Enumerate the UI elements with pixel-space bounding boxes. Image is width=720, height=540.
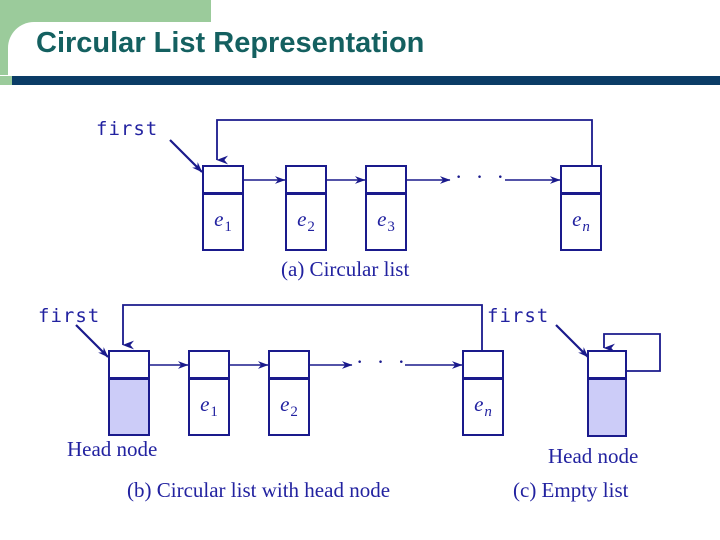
fig-a-first-arrow bbox=[169, 139, 203, 173]
fig-b-circular-return bbox=[122, 304, 483, 363]
navy-bar-left-cap bbox=[0, 76, 12, 85]
fig-b-caption: (b) Circular list with head node bbox=[127, 478, 391, 502]
fig-c-first-label: first bbox=[487, 305, 550, 327]
link-field bbox=[562, 167, 600, 195]
fig-b-node-1: e1 bbox=[188, 350, 230, 436]
link-field bbox=[367, 167, 405, 195]
element-label: e1 bbox=[214, 207, 232, 235]
page-title: Circular List Representation bbox=[36, 27, 425, 59]
fig-c-first-arrow bbox=[555, 324, 589, 358]
element-label: e2 bbox=[280, 392, 298, 420]
link-field bbox=[190, 352, 228, 380]
fig-b-head-node bbox=[108, 350, 150, 436]
element-label: e3 bbox=[377, 207, 395, 235]
fig-a-node-1: e1 bbox=[202, 165, 244, 251]
fig-b-first-label: first bbox=[38, 305, 101, 327]
link-field bbox=[110, 352, 148, 380]
element-label: e1 bbox=[200, 392, 218, 420]
fig-a-circular-return bbox=[216, 119, 593, 178]
fig-b-node-2: e2 bbox=[268, 350, 310, 436]
title-white-panel bbox=[8, 22, 720, 76]
fig-c-caption: (c) Empty list bbox=[513, 478, 629, 502]
fig-c-head-node bbox=[587, 350, 627, 437]
fig-c-head-node-label: Head node bbox=[548, 444, 639, 468]
link-field bbox=[270, 352, 308, 380]
fig-c-self-loop bbox=[600, 333, 661, 372]
navy-accent-bar bbox=[12, 76, 720, 85]
data-field bbox=[110, 380, 148, 434]
fig-b-first-arrow bbox=[75, 324, 109, 358]
fig-a-node-n: en bbox=[560, 165, 602, 251]
fig-b-node-n: en bbox=[462, 350, 504, 436]
fig-a-node-3: e3 bbox=[365, 165, 407, 251]
fig-a-caption: (a) Circular list bbox=[281, 257, 410, 281]
element-label: e2 bbox=[297, 207, 315, 235]
data-field: e2 bbox=[287, 195, 325, 249]
element-label: en bbox=[572, 207, 590, 235]
link-field bbox=[464, 352, 502, 380]
fig-a-ellipsis: · · · bbox=[455, 164, 508, 189]
link-field bbox=[589, 352, 625, 380]
data-field: e3 bbox=[367, 195, 405, 249]
data-field: e1 bbox=[204, 195, 242, 249]
fig-b-head-node-label: Head node bbox=[67, 437, 158, 461]
data-field: e2 bbox=[270, 380, 308, 434]
fig-a-node-2: e2 bbox=[285, 165, 327, 251]
data-field: e1 bbox=[190, 380, 228, 434]
element-label: en bbox=[474, 392, 492, 420]
link-field bbox=[287, 167, 325, 195]
fig-a-first-label: first bbox=[96, 118, 159, 140]
link-field bbox=[204, 167, 242, 195]
fig-b-ellipsis: · · · bbox=[356, 349, 409, 374]
data-field bbox=[589, 380, 625, 435]
data-field: en bbox=[464, 380, 502, 434]
data-field: en bbox=[562, 195, 600, 249]
